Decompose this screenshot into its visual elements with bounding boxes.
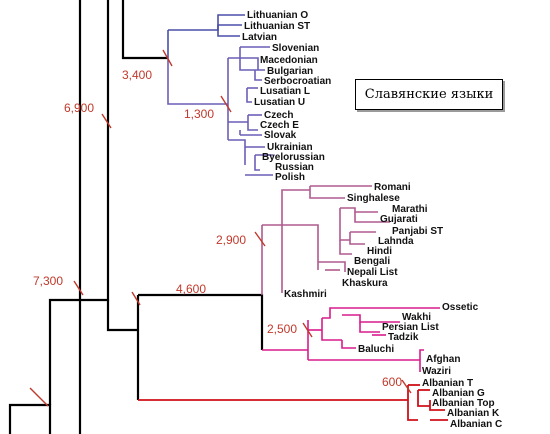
leaf-label: Baluchi <box>358 344 394 355</box>
albanian-branches <box>138 384 448 421</box>
leaf-label: Bulgarian <box>267 66 313 77</box>
leaf-label: Marathi <box>392 204 428 215</box>
date-label: 2,500 <box>267 322 297 336</box>
leaf-label: Latvian <box>242 32 277 43</box>
leaf-label: Slovenian <box>272 43 319 54</box>
leaf-label: Albanian G <box>432 388 485 399</box>
indo-aryan-branches <box>261 185 390 295</box>
iranian-branches <box>262 307 440 372</box>
leaf-label: Persian List <box>382 322 439 333</box>
date-label: 7,300 <box>33 274 63 288</box>
leaf-label: Afghan <box>426 354 460 365</box>
leaf-label: Hindi <box>367 246 392 257</box>
leaf-label: Singhalese <box>347 193 400 204</box>
leaf-label: Gujarati <box>380 214 418 225</box>
leaf-label: Romani <box>374 182 411 193</box>
leaf-label: Albanian T <box>422 378 473 389</box>
leaf-label: Lithuanian O <box>247 10 308 21</box>
leaf-label: Bengali <box>354 256 390 267</box>
leaf-label: Panjabi ST <box>392 226 443 237</box>
leaf-label: Czech <box>264 110 293 121</box>
leaf-label: Czech E <box>260 120 299 131</box>
leaf-label: Lahnda <box>378 236 414 247</box>
leaf-label: Ossetic <box>442 302 479 313</box>
slavic-branches <box>167 46 273 176</box>
leaf-label: Byelorussian <box>262 152 325 163</box>
baltic-branches <box>167 14 245 58</box>
leaf-label: Kashmiri <box>284 289 327 300</box>
date-labels: 3,400 1,300 6,900 2,900 7,300 4,600 2,50… <box>33 68 402 389</box>
leaf-label: Lusatian L <box>260 86 310 97</box>
date-label: 6,900 <box>64 101 94 115</box>
leaf-labels: Lithuanian O Lithuanian ST Latvian Slove… <box>242 10 502 430</box>
leaf-label: Wakhi <box>402 312 431 323</box>
date-label: 2,900 <box>216 233 246 247</box>
leaf-label: Tadzik <box>388 332 419 343</box>
leaf-label: Ukrainian <box>267 142 313 153</box>
leaf-label: Albanian C <box>450 419 502 430</box>
date-label: 600 <box>382 375 402 389</box>
leaf-label: Serbocroatian <box>264 76 331 87</box>
trunk-branches <box>8 0 264 434</box>
leaf-label: Lithuanian ST <box>244 21 310 32</box>
leaf-label: Nepali List <box>347 267 398 278</box>
date-label: 1,300 <box>184 107 214 121</box>
leaf-label: Waziri <box>422 366 451 377</box>
leaf-label: Russian <box>275 162 314 173</box>
date-label: 4,600 <box>176 282 206 296</box>
date-label: 3,400 <box>122 68 152 82</box>
leaf-label: Polish <box>275 172 305 183</box>
leaf-label: Khaskura <box>342 278 388 289</box>
leaf-label: Albanian Top <box>432 398 495 409</box>
slavic-languages-label: Славянские языки <box>355 79 503 110</box>
leaf-label: Macedonian <box>260 55 318 66</box>
date-ticks <box>29 49 412 407</box>
leaf-label: Albanian K <box>447 408 500 419</box>
leaf-label: Slovak <box>264 130 297 141</box>
leaf-label: Lusatian U <box>254 97 305 108</box>
